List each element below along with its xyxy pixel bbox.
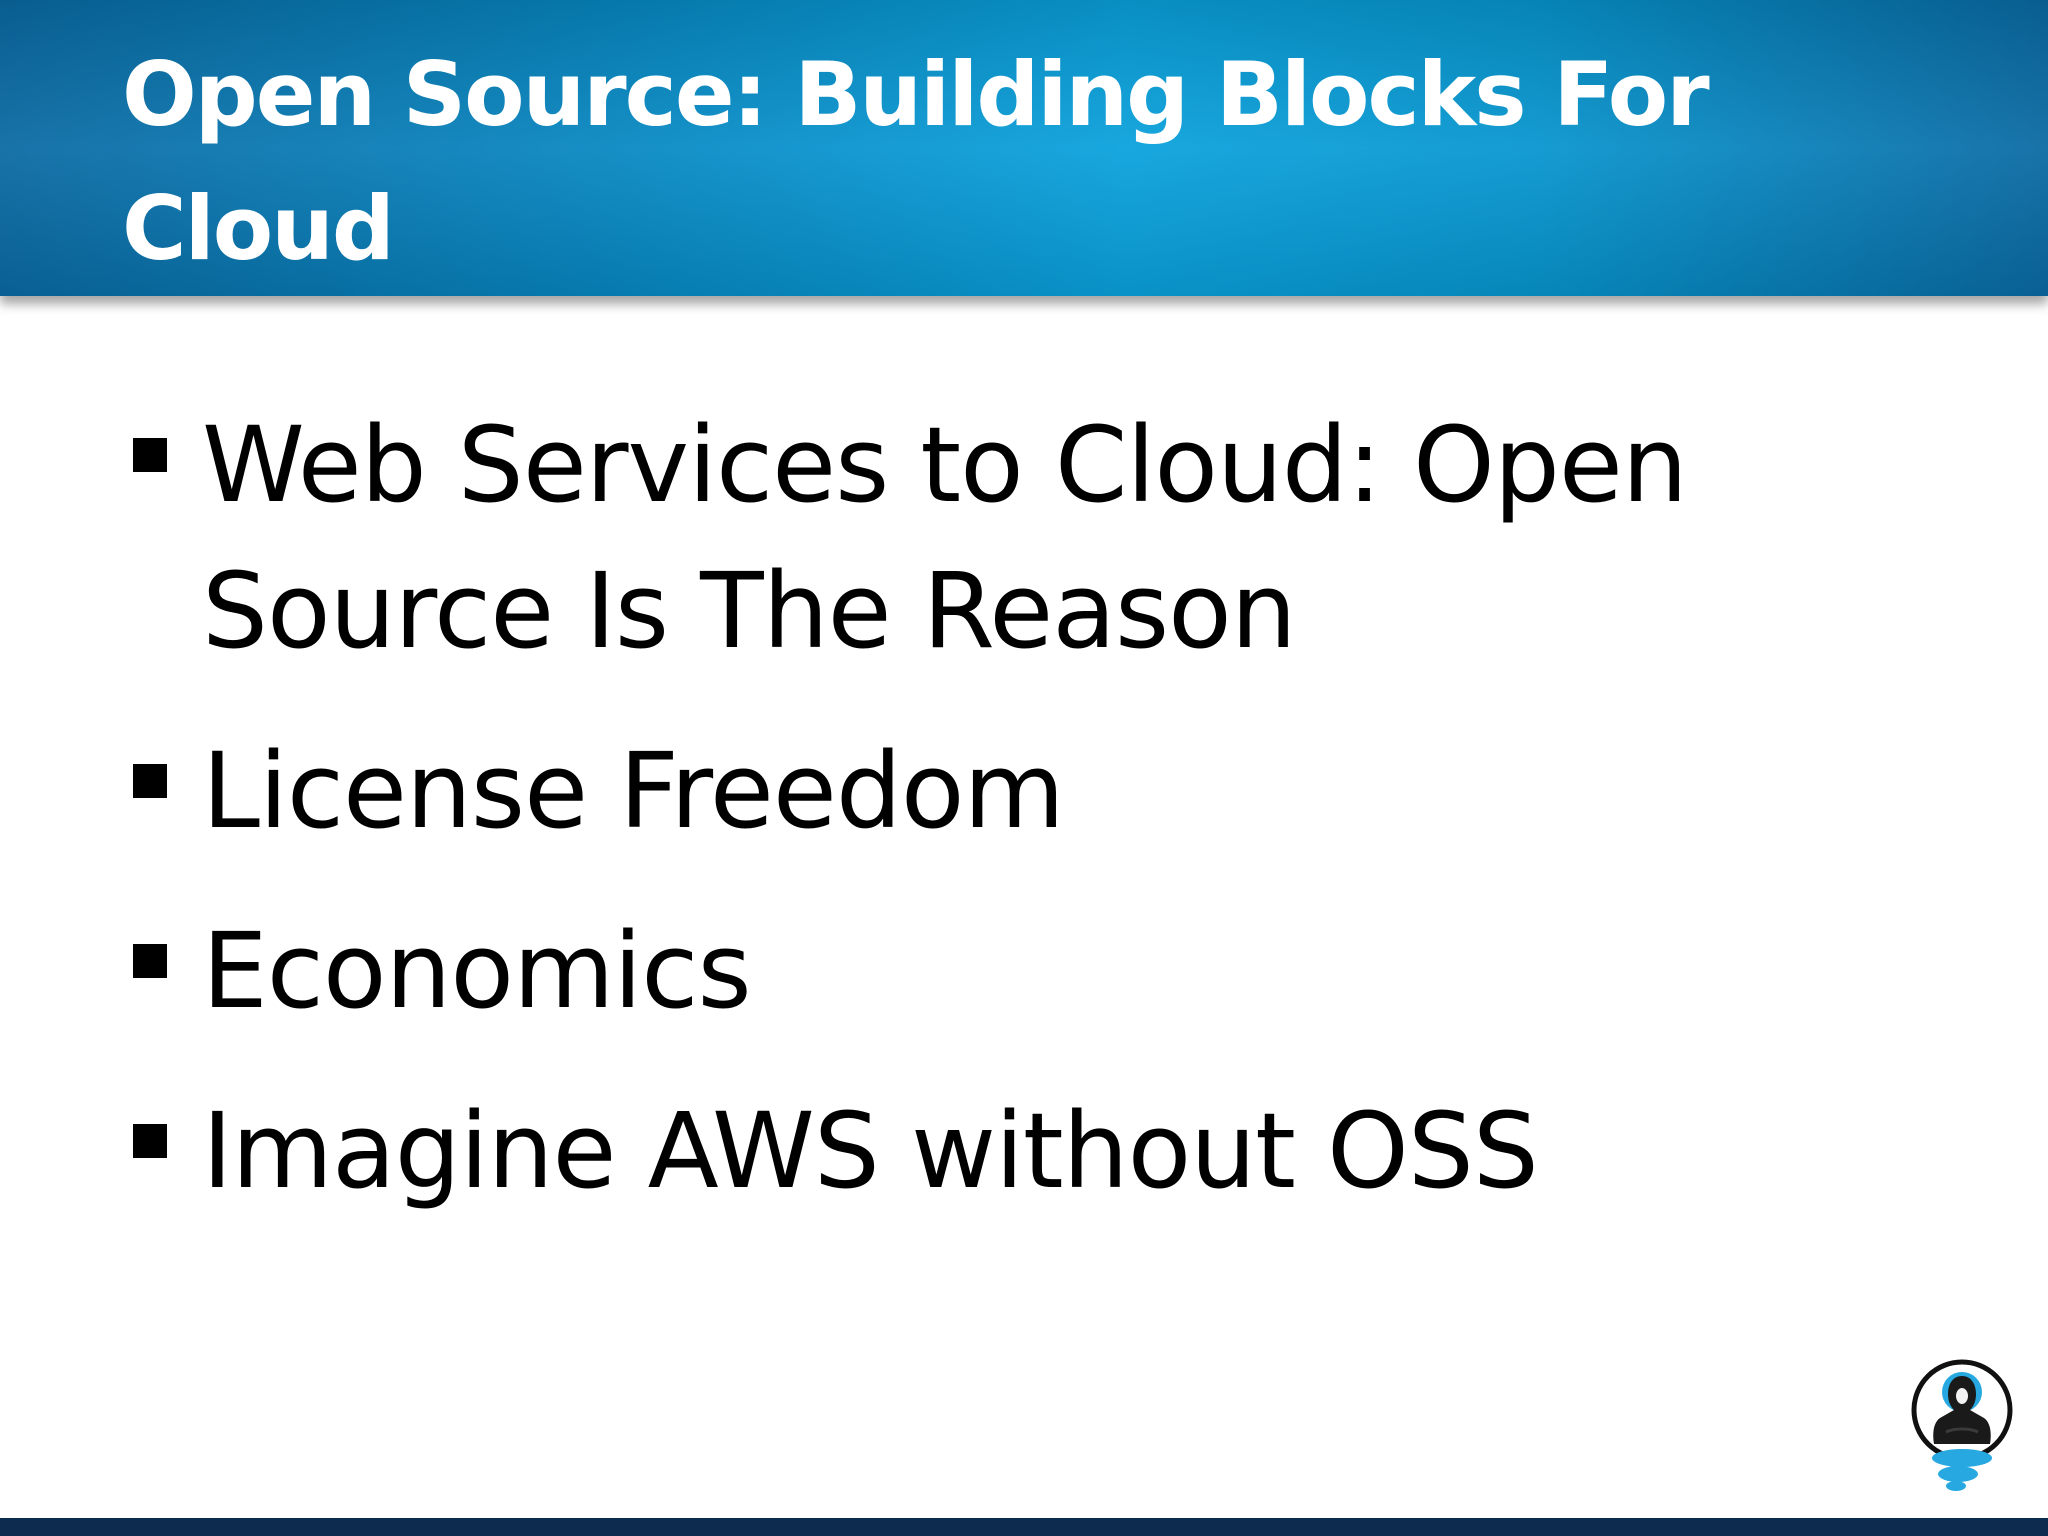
square-bullet-icon bbox=[133, 764, 167, 798]
bullet-text: Economics bbox=[202, 910, 752, 1032]
title-bar: Open Source: Building Blocks For Cloud bbox=[0, 0, 2048, 296]
bullet-text: Imagine AWS without OSS bbox=[202, 1090, 1539, 1212]
bullet-item: Economics bbox=[130, 898, 1890, 1044]
bullet-item: Web Services to Cloud: Open Source Is Th… bbox=[130, 392, 1890, 684]
bullet-text: License Freedom bbox=[202, 730, 1065, 852]
square-bullet-icon bbox=[133, 944, 167, 978]
square-bullet-icon bbox=[133, 1124, 167, 1158]
square-bullet-icon bbox=[133, 438, 167, 472]
slide-title: Open Source: Building Blocks For Cloud bbox=[122, 43, 1710, 280]
bullet-item: Imagine AWS without OSS bbox=[130, 1078, 1890, 1224]
footer-bar bbox=[0, 1518, 2048, 1536]
bullet-text: Web Services to Cloud: Open Source Is Th… bbox=[202, 404, 1688, 672]
bullet-item: License Freedom bbox=[130, 718, 1890, 864]
meditating-hooded-figure-logo-icon bbox=[1911, 1359, 2013, 1491]
bullet-list: Web Services to Cloud: Open Source Is Th… bbox=[130, 392, 1890, 1258]
